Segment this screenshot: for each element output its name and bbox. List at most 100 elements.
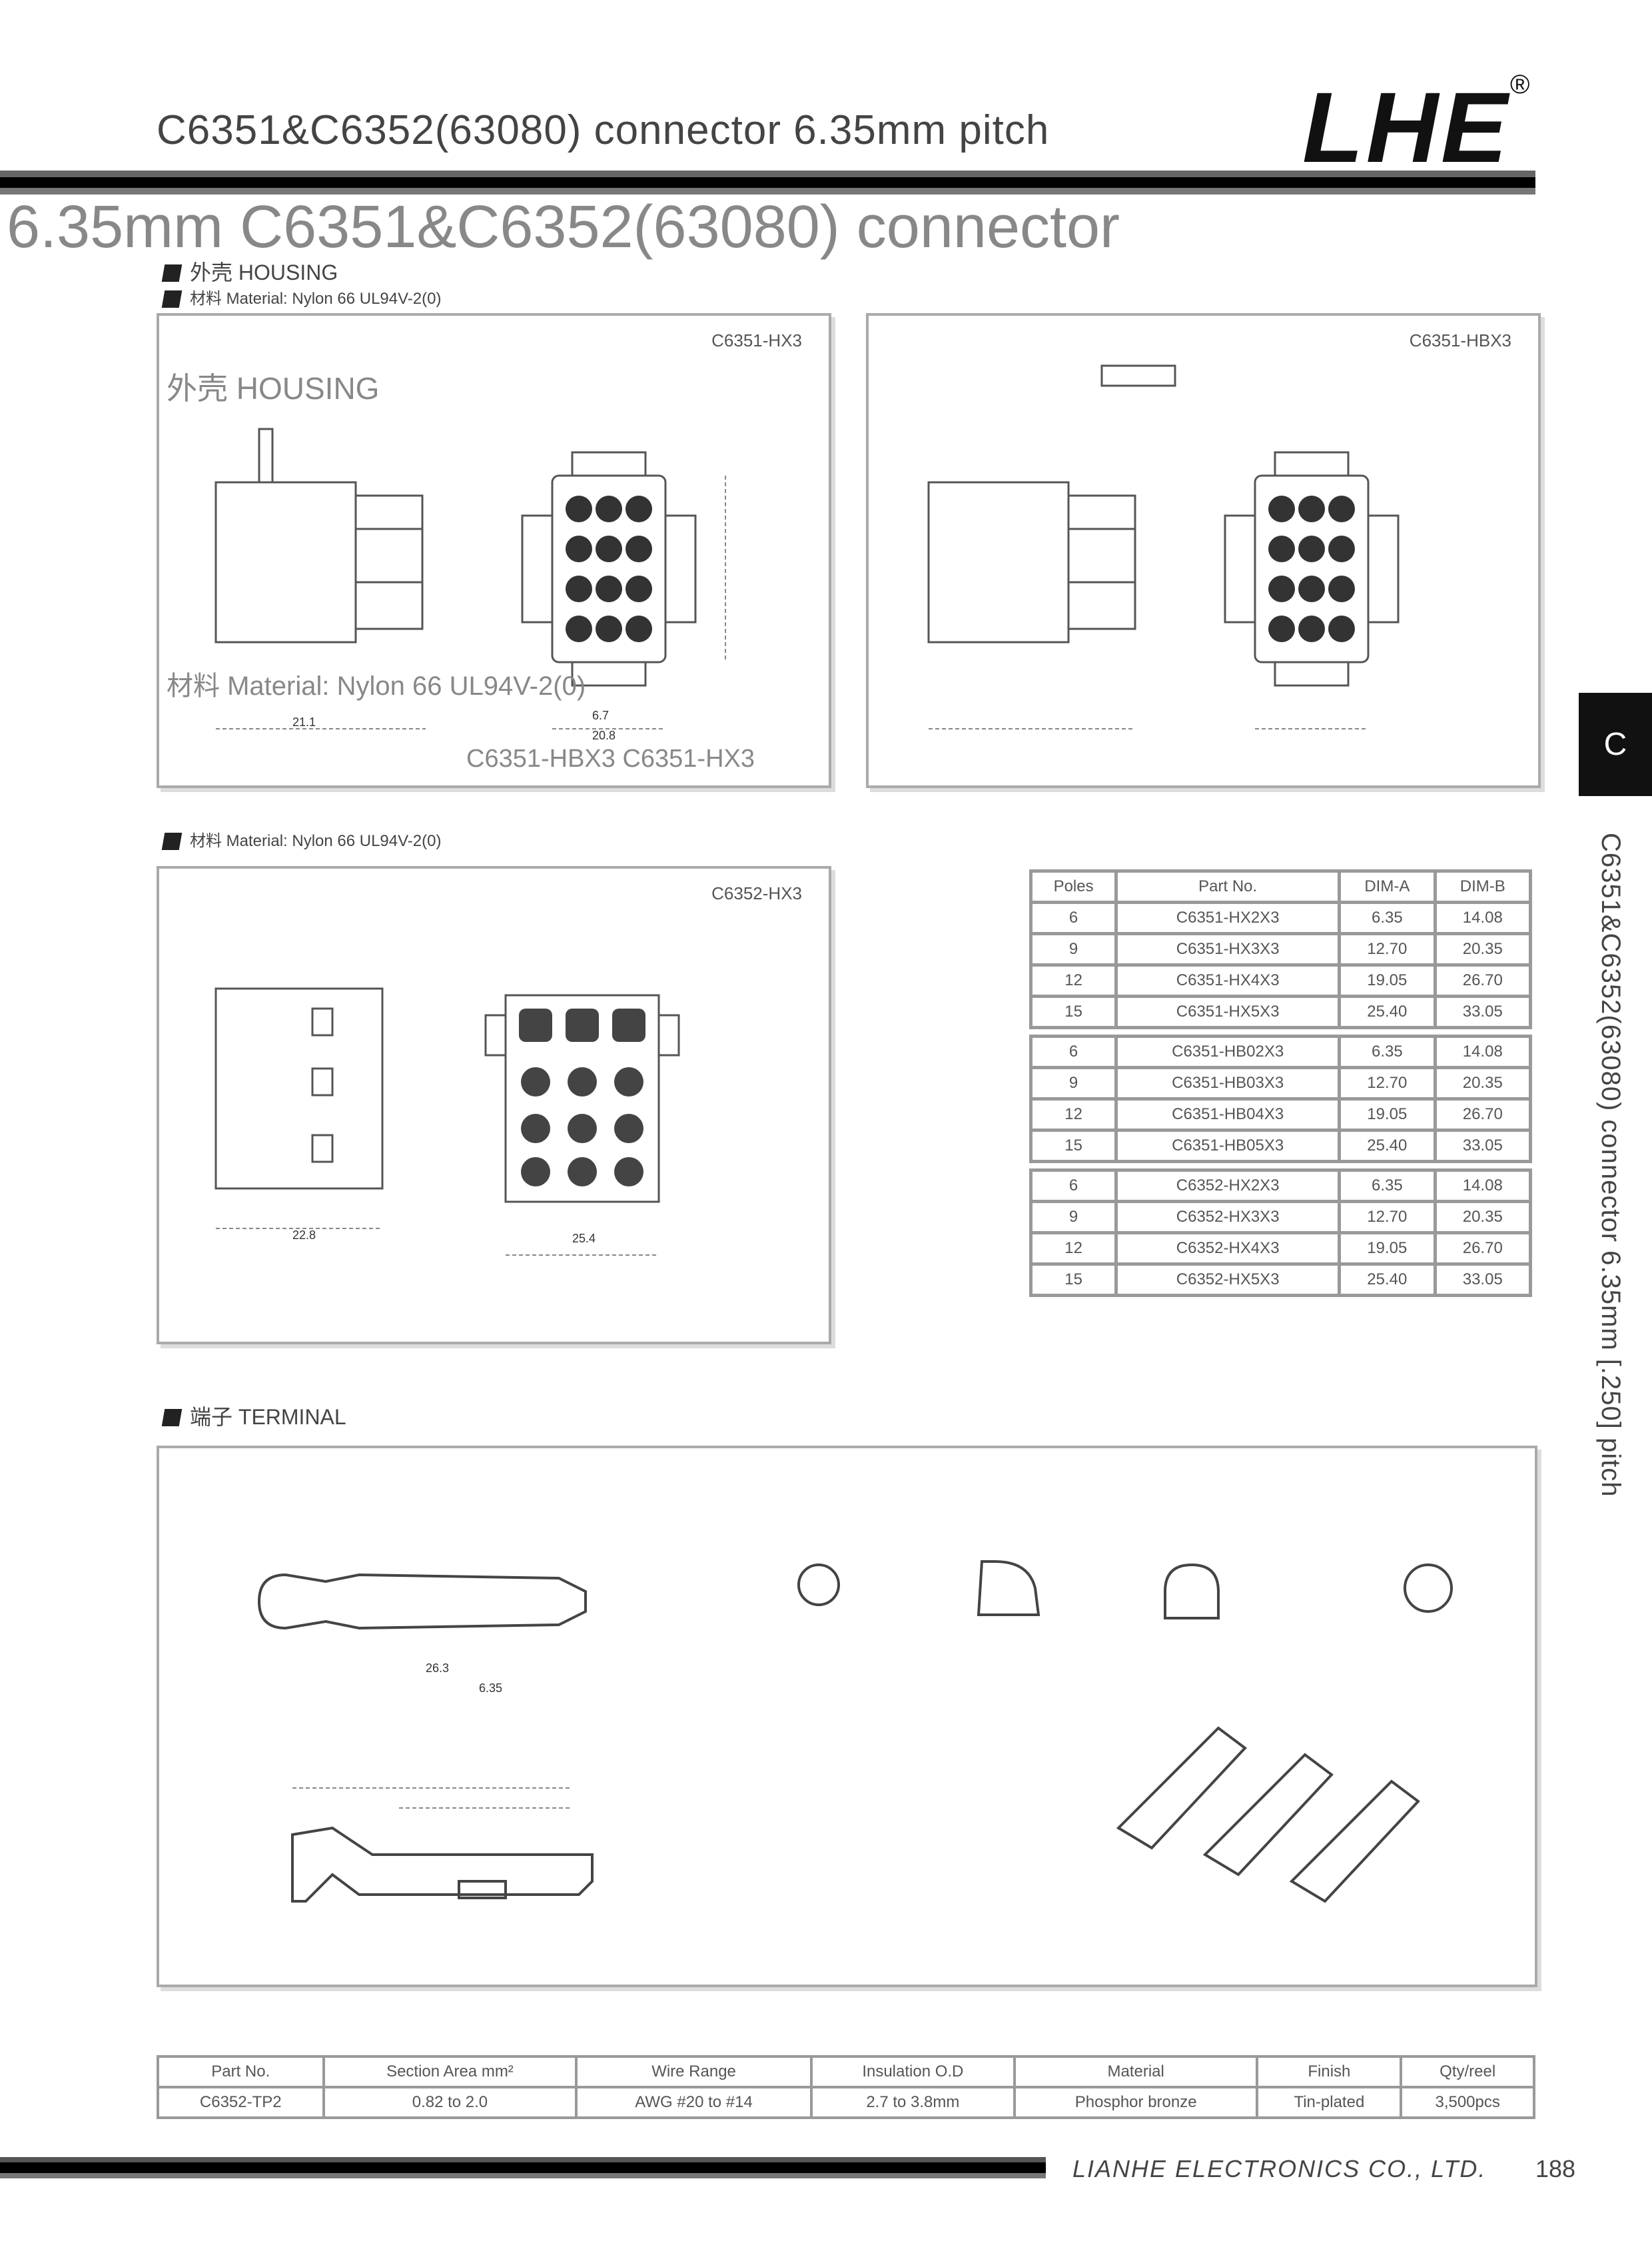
header-bar-shadow <box>0 188 1535 195</box>
table-cell: C6351-HX3X3 <box>1114 932 1342 967</box>
table-cell: 19.05 <box>1338 963 1437 998</box>
table-cell: 19.05 <box>1338 1097 1437 1132</box>
panel-label: C6351-HBX3 <box>1409 330 1511 350</box>
header-cell: Material <box>1013 2055 1259 2088</box>
table-cell: 33.05 <box>1433 1128 1533 1163</box>
table-cell: 14.08 <box>1433 901 1533 935</box>
header-cell: Qty/reel <box>1400 2055 1535 2088</box>
table-cell: 6 <box>1029 1168 1118 1203</box>
group-separator <box>1031 1162 1531 1170</box>
terminal-spec-table: Part No. Section Area mm² Wire Range Ins… <box>157 2055 1535 2119</box>
lhe-logo: LHE® <box>1302 70 1532 185</box>
table-cell: 14.08 <box>1433 1168 1533 1203</box>
connector-drawing <box>214 987 680 1256</box>
table-cell: 25.40 <box>1338 1262 1437 1297</box>
table-row: C6352-TP2 0.82 to 2.0 AWG #20 to #14 2.7… <box>157 2086 1535 2119</box>
dim-label: 20.8 <box>592 729 616 742</box>
table-cell: 26.70 <box>1433 1231 1533 1266</box>
table-cell: C6351-HB02X3 <box>1114 1035 1342 1069</box>
table-cell: 2.7 to 3.8mm <box>809 2086 1016 2119</box>
table-cell: 0.82 to 2.0 <box>322 2086 578 2119</box>
table-cell: 3,500pcs <box>1400 2086 1535 2119</box>
table-cell: 19.05 <box>1338 1231 1437 1266</box>
header-bar <box>0 171 1535 177</box>
section-title: 外壳 HOUSING <box>190 260 338 284</box>
dim-label: 6.7 <box>592 709 610 722</box>
header-cell: Finish <box>1256 2055 1403 2088</box>
section-subtitle: 材料 Material: Nylon 66 UL94V-2(0) <box>190 290 442 308</box>
header-cell: Wire Range <box>575 2055 813 2088</box>
bullet-icon <box>161 1408 183 1426</box>
connector-drawing <box>214 428 726 729</box>
overlay-text: 6.35mm C6351&C6352(63080) connector <box>7 194 1120 260</box>
table-cell: 12 <box>1029 1231 1118 1266</box>
table-cell: 9 <box>1029 932 1118 967</box>
table-cell: 12 <box>1029 963 1118 998</box>
section-housing: 外壳 HOUSING <box>161 260 338 284</box>
footer-bar-bottom <box>0 2173 1046 2178</box>
dim-label: 21.1 <box>292 715 316 729</box>
section-subtitle: 材料 Material: Nylon 66 UL94V-2(0) <box>190 832 442 850</box>
table-cell: C6352-HX5X3 <box>1114 1262 1342 1297</box>
table-cell: 26.70 <box>1433 963 1533 998</box>
section-tab-c[interactable]: C <box>1579 693 1652 796</box>
overlay-parts: C6351-HBX3 C6351-HX3 <box>466 745 755 773</box>
table-cell: Tin-plated <box>1256 2086 1403 2119</box>
logo-text: LHE <box>1302 71 1510 183</box>
table-cell: 9 <box>1029 1200 1118 1234</box>
section-title: 端子 TERMINAL <box>190 1405 346 1429</box>
registered-mark: ® <box>1510 70 1533 99</box>
table-cell: 6.35 <box>1338 901 1437 935</box>
drawing-panel-c6351-hx3: C6351-HX3 21.1 6.7 20.8 <box>157 313 831 788</box>
dim-label: 25.4 <box>572 1232 596 1245</box>
table-cell: 9 <box>1029 1066 1118 1101</box>
table-cell: 20.35 <box>1433 1200 1533 1234</box>
table-cell: 12 <box>1029 1097 1118 1132</box>
separator-cell <box>1031 1028 1531 1037</box>
table-cell: 15 <box>1029 1128 1118 1163</box>
table-cell: C6351-HX4X3 <box>1114 963 1342 998</box>
table-cell: 33.05 <box>1433 1262 1533 1297</box>
dim-label: 6.35 <box>479 1681 503 1695</box>
overlay-housing: 外壳 HOUSING <box>167 371 380 406</box>
bullet-icon <box>161 833 183 851</box>
side-vertical-title: C6351&C6352(63080) connector 6.35mm [.25… <box>1596 833 1625 1498</box>
table-header-row: Poles Part No. DIM-A DIM-B <box>1029 869 1533 904</box>
table-cell: 6.35 <box>1338 1168 1437 1203</box>
table-cell: C6352-HX3X3 <box>1114 1200 1342 1234</box>
table-cell: 25.40 <box>1338 995 1437 1029</box>
table-cell: C6351-HX5X3 <box>1114 995 1342 1029</box>
header-dim-a: DIM-A <box>1338 869 1437 904</box>
section-material: 材料 Material: Nylon 66 UL94V-2(0) <box>161 832 442 851</box>
table-cell: 6.35 <box>1338 1035 1437 1069</box>
panel-label: C6352-HX3 <box>711 883 802 903</box>
table-cell: 12.70 <box>1338 1200 1437 1234</box>
contact-cavities <box>566 496 652 642</box>
drawing-panel-c6351-hbx3: C6351-HBX3 <box>866 313 1541 788</box>
header-dim-b: DIM-B <box>1433 869 1533 904</box>
header-cell: Part No. <box>157 2055 325 2088</box>
bullet-icon <box>161 290 183 308</box>
table-cell: 20.35 <box>1433 932 1533 967</box>
table-cell: C6351-HB03X3 <box>1114 1066 1342 1101</box>
section-housing-material: 材料 Material: Nylon 66 UL94V-2(0) <box>161 290 442 308</box>
drawing-panel-c6352-hx3: C6352-HX3 22.8 25.4 <box>157 866 831 1344</box>
header-bar-main <box>0 177 1535 188</box>
terminal-drawing <box>257 1560 1453 1903</box>
connector-drawing <box>927 364 1400 729</box>
dim-label: 26.3 <box>426 1661 450 1675</box>
table-cell: 33.05 <box>1433 995 1533 1029</box>
